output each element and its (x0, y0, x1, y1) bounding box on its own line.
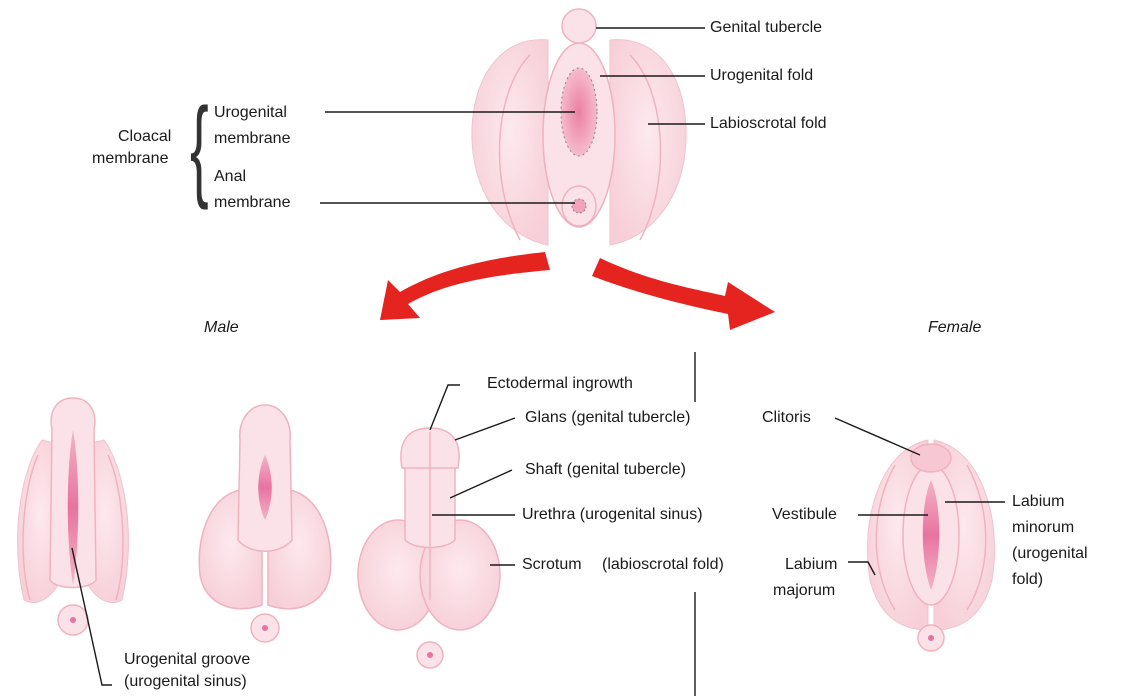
arrow-to-male (380, 252, 550, 320)
label-urogenital-membrane-line2: membrane (214, 129, 290, 149)
label-genital-tubercle: Genital tubercle (710, 18, 822, 38)
label-labium-minorum-line1: Labium (1012, 492, 1064, 512)
m2-anus-center (262, 625, 268, 631)
genital-tubercle-shape (562, 9, 596, 43)
label-scrotum: Scrotum (522, 555, 582, 575)
male-stage-2 (199, 405, 330, 642)
label-urogenital-fold: Urogenital fold (710, 66, 813, 86)
label-anal-membrane-line2: membrane (214, 193, 290, 213)
label-labium-majorum-line2: majorum (773, 581, 835, 601)
anal-membrane-shape (572, 199, 586, 213)
leader-glans (455, 418, 515, 440)
cloacal-brace: { (190, 92, 209, 204)
labioscrotal-fold-right (610, 40, 686, 245)
leader-clitoris (835, 418, 920, 455)
female-stage (867, 440, 994, 651)
label-cloacal-membrane-line2: membrane (92, 149, 168, 169)
f-clitoris (911, 444, 951, 472)
leader-shaft (450, 470, 512, 498)
label-cloacal-membrane-line1: Cloacal (118, 127, 171, 147)
label-urogenital-membrane-line1: Urogenital (214, 103, 287, 123)
label-male: Male (204, 318, 239, 338)
label-labium-majorum-line1: Labium (785, 555, 837, 575)
arrow-to-female (592, 258, 775, 330)
m1-anus-center (70, 617, 76, 623)
label-scrotum-origin: (labioscrotal fold) (602, 555, 724, 575)
leader-ectodermal-ingrowth (430, 385, 460, 430)
m3-anus-center (427, 652, 433, 658)
label-ectodermal-ingrowth: Ectodermal ingrowth (487, 374, 633, 394)
indifferent-stage (472, 9, 686, 245)
label-shaft: Shaft (genital tubercle) (525, 460, 686, 480)
male-stage-1 (18, 398, 129, 635)
f-anus-center (928, 635, 934, 641)
label-labioscrotal-fold: Labioscrotal fold (710, 114, 827, 134)
label-urogenital-groove-line2: (urogenital sinus) (124, 672, 247, 692)
label-glans: Glans (genital tubercle) (525, 408, 690, 428)
label-urethra: Urethra (urogenital sinus) (522, 505, 703, 525)
labioscrotal-fold-left (472, 40, 548, 245)
label-labium-minorum-line2: minorum (1012, 518, 1074, 538)
label-labium-minorum-line3: (urogenital (1012, 544, 1088, 564)
male-stage-3 (358, 428, 500, 668)
label-labium-minorum-line4: fold) (1012, 570, 1043, 590)
arrows (380, 252, 775, 330)
label-vestibule: Vestibule (772, 505, 837, 525)
label-anal-membrane-line1: Anal (214, 167, 246, 187)
label-clitoris: Clitoris (762, 408, 811, 428)
label-urogenital-groove-line1: Urogenital groove (124, 650, 250, 670)
label-female: Female (928, 318, 981, 338)
